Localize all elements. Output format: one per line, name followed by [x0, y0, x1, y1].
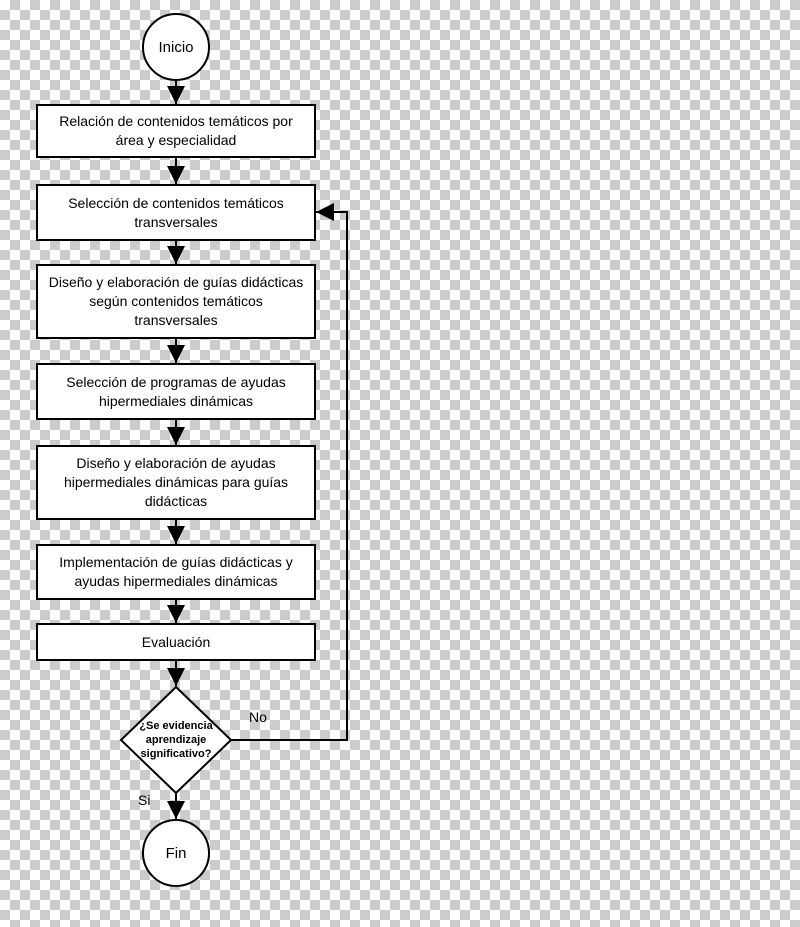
start-label: Inicio [158, 38, 194, 56]
decision-label: ¿Se evidencia aprendizaje significativo? [139, 720, 213, 760]
step-label-2: Selección de contenidos temáticos transv… [68, 194, 284, 230]
step-label-7: Evaluación [141, 633, 211, 650]
step-label-4: Selección de programas de ayudas hiperme… [66, 373, 286, 409]
step-label-6: Implementación de guías didácticas y ayu… [59, 554, 293, 589]
connector-loop-no [231, 203, 348, 741]
step-label-3: Diseño y elaboración de guías didácticas… [48, 274, 304, 328]
end-label: Fin [165, 844, 187, 862]
step-box-1 [36, 104, 316, 158]
step-box-2 [36, 184, 316, 241]
step-box-3 [36, 264, 316, 339]
end-terminal [142, 819, 210, 887]
step-label-1: Relación de contenidos temáticos por áre… [59, 113, 293, 148]
no-branch-label: No [249, 709, 267, 725]
step-label-5: Diseño y elaboración de ayudas hipermedi… [63, 455, 289, 509]
yes-branch-label: Si [138, 792, 151, 808]
step-box-7 [36, 623, 316, 661]
